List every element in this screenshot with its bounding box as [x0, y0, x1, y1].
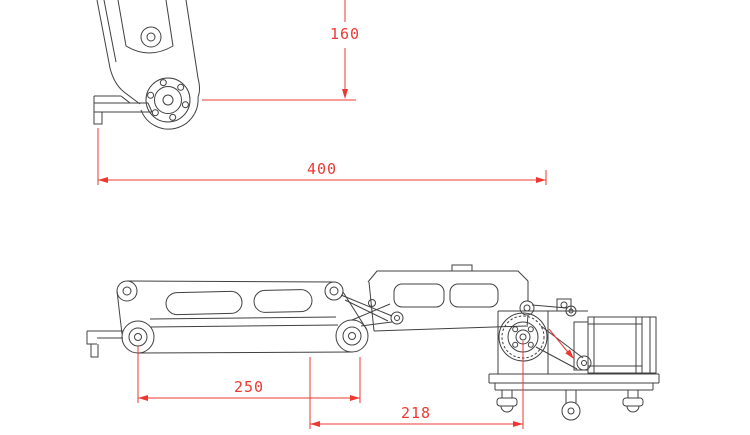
support-feet: [496, 390, 644, 421]
arrowhead-icon: [536, 177, 546, 183]
dimension-218: 218: [309, 341, 524, 429]
base-bracket: [93, 95, 153, 125]
arrowhead-icon: [513, 421, 523, 427]
base-frame: [488, 373, 660, 391]
arrowhead-icon: [565, 349, 574, 359]
leader-annotation: [548, 328, 574, 359]
folded-arm-view: [93, 0, 200, 130]
extended-arm-view: [86, 264, 660, 421]
dimension-annotations: 160 400 250 218: [97, 0, 574, 429]
dimension-value-400: 400: [307, 160, 337, 178]
linkage-assembly: [340, 294, 404, 327]
arrowhead-icon: [310, 421, 320, 427]
dimension-value-218: 218: [401, 404, 431, 422]
arrowhead-icon: [98, 177, 108, 183]
drive-sprocket: [497, 310, 592, 374]
base-pivot-joint: [145, 77, 191, 123]
arrowhead-icon: [342, 89, 348, 99]
dimension-value-250: 250: [234, 378, 264, 396]
dimension-value-160: 160: [330, 25, 360, 43]
dimension-400: 400: [97, 128, 547, 185]
dimension-250: 250: [137, 346, 361, 403]
gearbox: [548, 298, 657, 374]
left-mount-bracket: [86, 330, 123, 358]
leader-line: [548, 328, 572, 357]
arm-pivot-joints: [116, 280, 369, 354]
drawing-linework: [86, 0, 660, 421]
arm-body: [96, 0, 200, 130]
dimension-160: 160: [202, 0, 360, 101]
arrowhead-icon: [350, 395, 360, 401]
elbow-joint: [140, 26, 162, 48]
arrowhead-icon: [138, 395, 148, 401]
extension-plate: [367, 264, 577, 332]
main-arm-body: [116, 280, 368, 354]
